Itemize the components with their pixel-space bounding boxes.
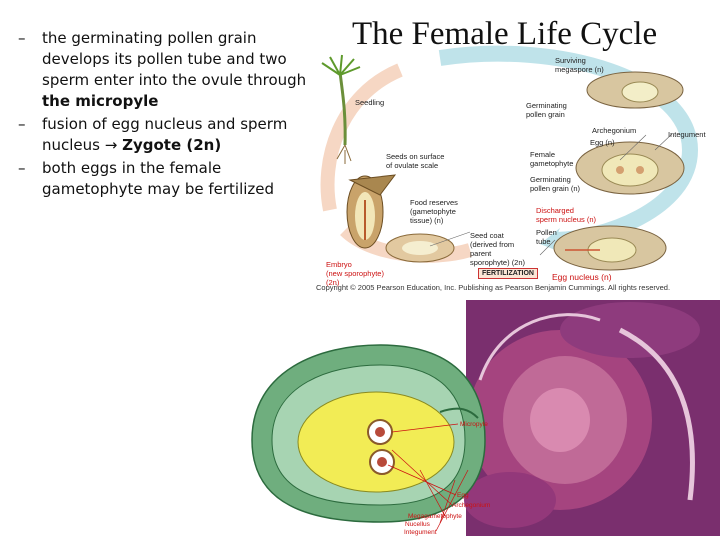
ovule-illustration-top bbox=[586, 71, 684, 109]
label-line: pollen grain bbox=[526, 110, 565, 119]
label-line: (gametophyte bbox=[410, 207, 456, 216]
bullet-bold-text: Zygote (2n) bbox=[122, 136, 222, 154]
label-line: tube bbox=[536, 237, 551, 246]
label-egg-nucleus: Egg nucleus (n) bbox=[552, 272, 612, 282]
label-archegonium: Archegonium bbox=[592, 126, 637, 135]
label-line: Surviving bbox=[555, 56, 586, 65]
bullet-item: – both eggs in the female gametophyte ma… bbox=[18, 158, 308, 200]
label-line: Food reserves bbox=[410, 198, 458, 207]
label-embryo: Embryo(new sporophyte)(2n) bbox=[326, 260, 384, 287]
ovule-micrograph bbox=[464, 300, 720, 536]
bullet-dash: – bbox=[18, 115, 26, 133]
label-line: pollen grain (n) bbox=[530, 184, 581, 193]
label-line: Pollen bbox=[536, 228, 557, 237]
ovule-pointer-lines bbox=[387, 423, 469, 532]
ovule-illustration-middle bbox=[575, 141, 685, 195]
label-line: parent bbox=[470, 249, 492, 258]
label-line: (new sporophyte) bbox=[326, 269, 384, 278]
bullet-text: the germinating pollen grain develops it… bbox=[42, 29, 307, 89]
label-line: sperm nucleus (n) bbox=[536, 215, 597, 224]
bullet-item: – the germinating pollen grain develops … bbox=[18, 28, 308, 112]
label-micropyle: Micropyle bbox=[460, 421, 488, 428]
label-ovule-archegonium: Archegonium bbox=[452, 502, 491, 509]
fertilization-badge: FERTILIZATION bbox=[478, 268, 538, 279]
bullet-dash: – bbox=[18, 159, 26, 177]
label-line: gametophyte bbox=[530, 159, 574, 168]
label-line: (derived from bbox=[470, 240, 515, 249]
label-egg: Egg (n) bbox=[590, 138, 615, 147]
label-line: Seeds on surface bbox=[386, 152, 445, 161]
seedling-illustration bbox=[321, 54, 361, 164]
bullet-text: fusion of egg nucleus and sperm nucleus bbox=[42, 115, 288, 154]
label-line: (2n) bbox=[326, 278, 340, 287]
label-line: Germinating bbox=[530, 175, 571, 184]
label-line: megaspore (n) bbox=[555, 65, 604, 74]
label-line: Seed coat bbox=[470, 231, 504, 240]
label-ovule-egg: Egg bbox=[457, 492, 469, 499]
bullet-text: both eggs in the female gametophyte may … bbox=[42, 159, 275, 198]
cycle-arrow-left bbox=[320, 63, 403, 212]
bullet-list: – the germinating pollen grain develops … bbox=[18, 28, 308, 202]
ovule-illustration-bottom bbox=[553, 225, 667, 271]
label-pointer-lines bbox=[429, 133, 673, 256]
bullet-dash: – bbox=[18, 29, 26, 47]
label-line: sporophyte) (2n) bbox=[470, 258, 526, 267]
label-ovule-integument: Integument bbox=[404, 529, 437, 536]
bullet-item: – fusion of egg nucleus and sperm nucleu… bbox=[18, 114, 308, 156]
label-seedling: Seedling bbox=[355, 98, 385, 107]
seed-illustration bbox=[346, 174, 397, 249]
arrow-glyph: → bbox=[104, 136, 118, 154]
label-integument: Integument bbox=[668, 130, 706, 139]
label-line: tissue) (n) bbox=[410, 216, 444, 225]
embryo-illustration bbox=[385, 233, 455, 263]
copyright-notice: Copyright © 2005 Pearson Education, Inc.… bbox=[316, 283, 671, 292]
label-line: Germinating bbox=[526, 101, 567, 110]
label-nucellus: Nucellus bbox=[405, 521, 430, 528]
label-line: Discharged bbox=[536, 206, 574, 215]
ovule-drawing bbox=[251, 344, 486, 523]
label-line: Female bbox=[530, 150, 556, 159]
label-line: Embryo bbox=[326, 260, 352, 269]
label-line: of ovulate scale bbox=[386, 161, 439, 170]
bullet-bold-text: the micropyle bbox=[42, 92, 159, 110]
label-megagametophyte: Megagametophyte bbox=[408, 513, 462, 520]
slide-title: The Female Life Cycle bbox=[352, 16, 658, 52]
